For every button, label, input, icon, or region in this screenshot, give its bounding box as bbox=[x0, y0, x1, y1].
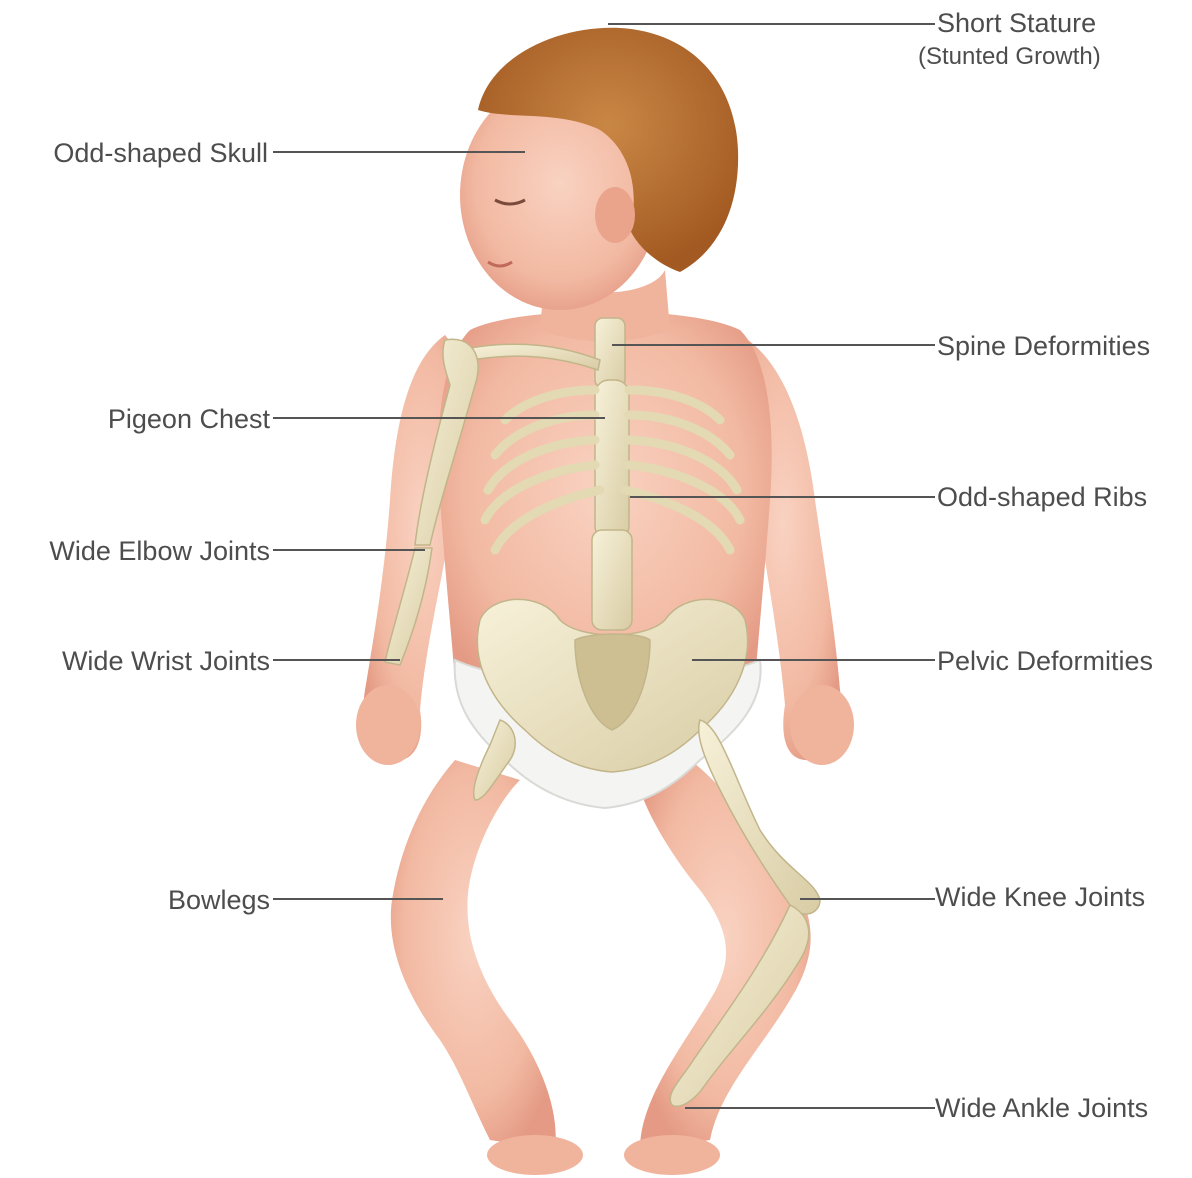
label-ankle: Wide Ankle Joints bbox=[935, 1093, 1148, 1123]
label-odd-skull: Odd-shaped Skull bbox=[53, 138, 268, 168]
child-head bbox=[460, 28, 738, 310]
sternum bbox=[595, 380, 629, 540]
right-hand bbox=[356, 685, 420, 765]
label-knee: Wide Knee Joints bbox=[935, 882, 1145, 912]
label-short-stature: Short Stature bbox=[937, 8, 1096, 38]
left-hand bbox=[790, 685, 854, 765]
label-bowlegs: Bowlegs bbox=[168, 885, 270, 915]
left-leg bbox=[391, 760, 556, 1150]
label-elbow: Wide Elbow Joints bbox=[49, 536, 270, 566]
ear bbox=[595, 187, 635, 243]
right-foot bbox=[624, 1135, 720, 1175]
label-pigeon-chest: Pigeon Chest bbox=[108, 404, 271, 434]
left-foot bbox=[487, 1135, 583, 1175]
label-wrist: Wide Wrist Joints bbox=[62, 646, 270, 676]
cervical-spine bbox=[595, 318, 625, 388]
label-spine: Spine Deformities bbox=[937, 331, 1150, 361]
label-short-stature-sub: (Stunted Growth) bbox=[918, 43, 1101, 70]
label-pelvic: Pelvic Deformities bbox=[937, 646, 1153, 676]
label-odd-ribs: Odd-shaped Ribs bbox=[937, 482, 1147, 512]
lumbar-spine bbox=[592, 530, 632, 630]
